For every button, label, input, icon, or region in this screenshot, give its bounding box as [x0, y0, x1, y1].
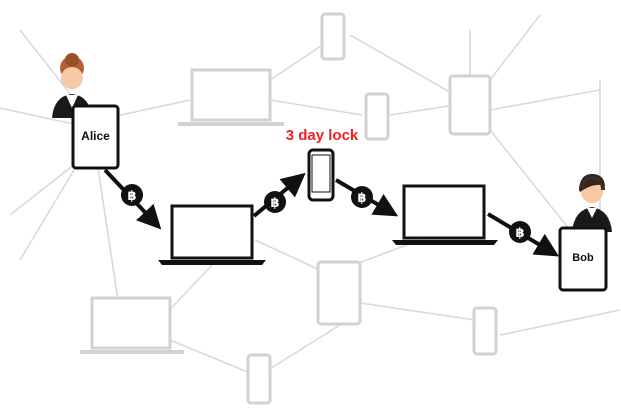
faded-laptop-icon	[90, 296, 172, 350]
faded-phone-icon	[472, 306, 498, 356]
bob-avatar	[572, 174, 612, 232]
faded-tablet-icon	[316, 260, 362, 326]
bitcoin-icon: ฿	[509, 221, 531, 243]
faded-laptop-icon	[190, 68, 272, 122]
bob-label: Bob	[572, 252, 594, 264]
bitcoin-icon: ฿	[121, 184, 143, 206]
svg-text:฿: ฿	[127, 189, 136, 204]
svg-text:฿: ฿	[270, 196, 279, 211]
svg-text:฿: ฿	[357, 191, 366, 206]
alice-tablet: Alice	[71, 104, 120, 170]
alice-label: Alice	[81, 129, 110, 143]
locked-phone-icon	[307, 148, 335, 202]
bitcoin-icon: ฿	[264, 191, 286, 213]
faded-phone-icon	[320, 12, 346, 61]
lock-duration-label: 3 day lock	[286, 127, 359, 144]
svg-text:฿: ฿	[515, 226, 524, 241]
faded-phone-icon	[364, 92, 390, 141]
laptop-icon	[392, 184, 498, 245]
alice-avatar	[52, 53, 92, 118]
background-devices	[80, 12, 498, 405]
network-lines	[0, 14, 621, 376]
bitcoin-icon: ฿	[351, 186, 373, 208]
faded-tablet-icon	[448, 74, 492, 136]
faded-phone-icon	[246, 353, 272, 405]
laptop-icon	[158, 204, 266, 265]
bob-tablet: Bob	[558, 226, 608, 292]
